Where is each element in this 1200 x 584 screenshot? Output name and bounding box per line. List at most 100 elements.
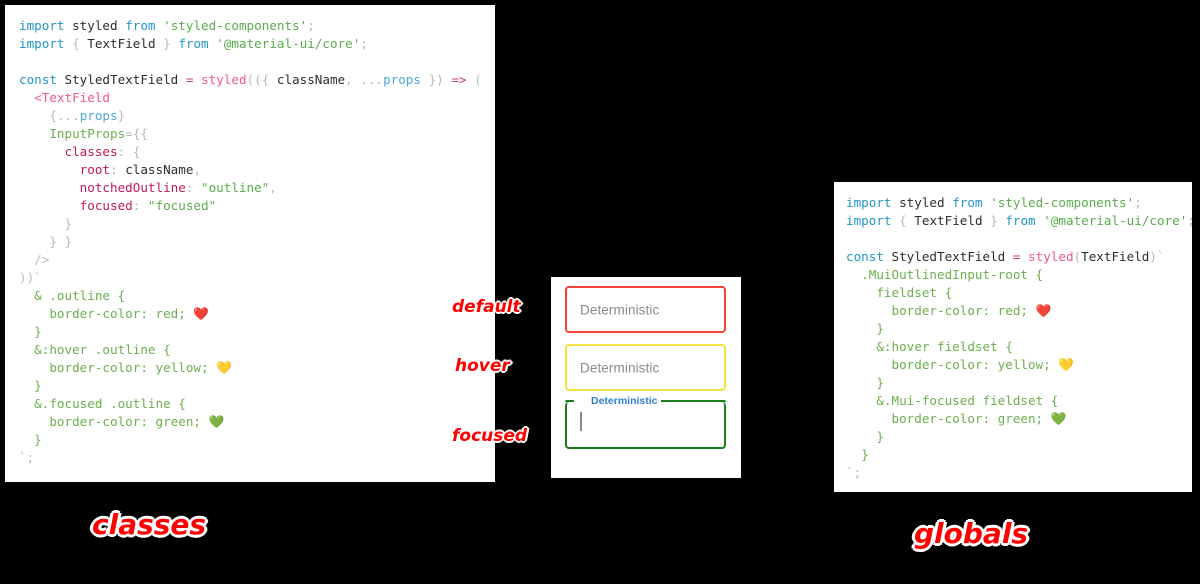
notch-segment-left <box>565 400 574 402</box>
code-token: styled <box>899 195 945 210</box>
code-token: &:hover .outline { <box>34 342 171 357</box>
code-line: } <box>846 374 1192 392</box>
code-line <box>846 230 1192 248</box>
code-token: border-color: green; <box>49 414 209 429</box>
code-token: const <box>19 72 57 87</box>
code-token: } <box>117 108 126 123</box>
code-token: { <box>899 213 907 228</box>
code-token <box>846 447 861 462</box>
text-caret <box>580 412 582 431</box>
code-token <box>269 72 277 87</box>
code-token: 'styled-components' <box>163 18 308 33</box>
heart-emoji: 💛 <box>216 360 232 375</box>
code-token <box>19 180 80 195</box>
code-line: &:hover .outline { <box>19 341 495 359</box>
code-token: InputProps <box>49 126 126 141</box>
code-token: StyledTextField <box>891 249 1006 264</box>
code-token <box>19 288 34 303</box>
textfield-default[interactable]: Deterministic <box>565 286 726 333</box>
code-token <box>846 429 876 444</box>
code-token <box>193 72 201 87</box>
code-token: TextField <box>1081 249 1150 264</box>
code-line: InputProps={{ <box>19 125 495 143</box>
code-token: &.Mui-focused fieldset { <box>876 393 1059 408</box>
code-line: `; <box>19 449 495 467</box>
code-line: notchedOutline: "outline", <box>19 179 495 197</box>
code-token: border-color: green; <box>891 411 1051 426</box>
code-token: ; <box>1187 213 1192 228</box>
code-line: <TextField <box>19 89 495 107</box>
code-token: `; <box>846 465 862 480</box>
code-token <box>892 213 900 228</box>
code-token: = <box>185 72 194 87</box>
code-token: classes <box>64 144 118 159</box>
code-line: border-color: red; ❤️ <box>19 305 495 323</box>
code-token: import <box>19 18 65 33</box>
code-token: from <box>952 195 983 210</box>
code-token: ... <box>360 72 384 87</box>
textfield-hover[interactable]: Deterministic <box>565 344 726 391</box>
code-token: styled <box>201 72 247 87</box>
code-token: from <box>1005 213 1036 228</box>
code-panel-globals: import styled from 'styled-components'; i… <box>834 182 1192 492</box>
code-line: &.Mui-focused fieldset { <box>846 392 1192 410</box>
code-token: & .outline { <box>34 288 126 303</box>
code-token: '@material-ui/core' <box>216 36 361 51</box>
code-token: `; <box>19 450 35 465</box>
textfield-focused[interactable]: Deterministic <box>565 394 726 449</box>
code-line: } <box>19 431 495 449</box>
textfield-default-placeholder: Deterministic <box>580 302 660 317</box>
code-token: ( <box>1073 249 1082 264</box>
code-token <box>19 144 65 159</box>
code-token: {{ <box>132 126 148 141</box>
code-token: }) <box>428 72 444 87</box>
code-token <box>19 360 49 375</box>
heart-emoji: 💛 <box>1058 357 1074 372</box>
code-token: ))` <box>19 270 42 285</box>
code-token: border-color: yellow; <box>891 357 1059 372</box>
code-token: } <box>876 321 884 336</box>
code-token: import <box>846 195 892 210</box>
callout-hover: hover <box>455 356 510 376</box>
code-token <box>19 90 34 105</box>
code-block-globals: import styled from 'styled-components'; i… <box>834 182 1192 482</box>
code-token: 'styled-components' <box>990 195 1135 210</box>
code-line: const StyledTextField = styled(TextField… <box>846 248 1192 266</box>
code-token: , <box>345 72 361 87</box>
code-token: import <box>846 213 892 228</box>
code-token <box>178 72 186 87</box>
code-line: } <box>19 323 495 341</box>
code-token: ; <box>307 18 315 33</box>
code-token: } <box>876 429 884 444</box>
section-label-globals: globals <box>914 517 1029 550</box>
code-token <box>156 36 164 51</box>
code-token <box>19 216 65 231</box>
code-line: fieldset { <box>846 284 1192 302</box>
code-line: ))` <box>19 269 495 287</box>
code-token: &:hover fieldset { <box>876 339 1013 354</box>
code-token: .MuiOutlinedInput-root { <box>861 267 1044 282</box>
code-token <box>846 375 876 390</box>
code-line: border-color: red; ❤️ <box>846 302 1192 320</box>
code-line: /> <box>19 251 495 269</box>
heart-emoji: ❤️ <box>1035 303 1052 318</box>
code-token: notchedOutline <box>79 180 186 195</box>
code-token: ; <box>360 36 368 51</box>
code-token: (( <box>246 72 262 87</box>
code-token <box>19 306 49 321</box>
code-token <box>19 126 49 141</box>
code-token <box>19 162 80 177</box>
code-token: props <box>79 108 118 123</box>
code-token: "focused" <box>147 198 217 213</box>
code-token: } <box>163 36 171 51</box>
code-line: } } <box>19 233 495 251</box>
code-token: border-color: yellow; <box>49 360 217 375</box>
code-token: className <box>125 162 194 177</box>
code-token <box>65 36 73 51</box>
callout-focused: focused <box>452 426 528 446</box>
code-token <box>19 396 34 411</box>
code-line: border-color: green; 💚 <box>19 413 495 431</box>
code-line: } <box>19 215 495 233</box>
code-token: border-color: red; <box>49 306 194 321</box>
code-token: /> <box>34 252 50 267</box>
